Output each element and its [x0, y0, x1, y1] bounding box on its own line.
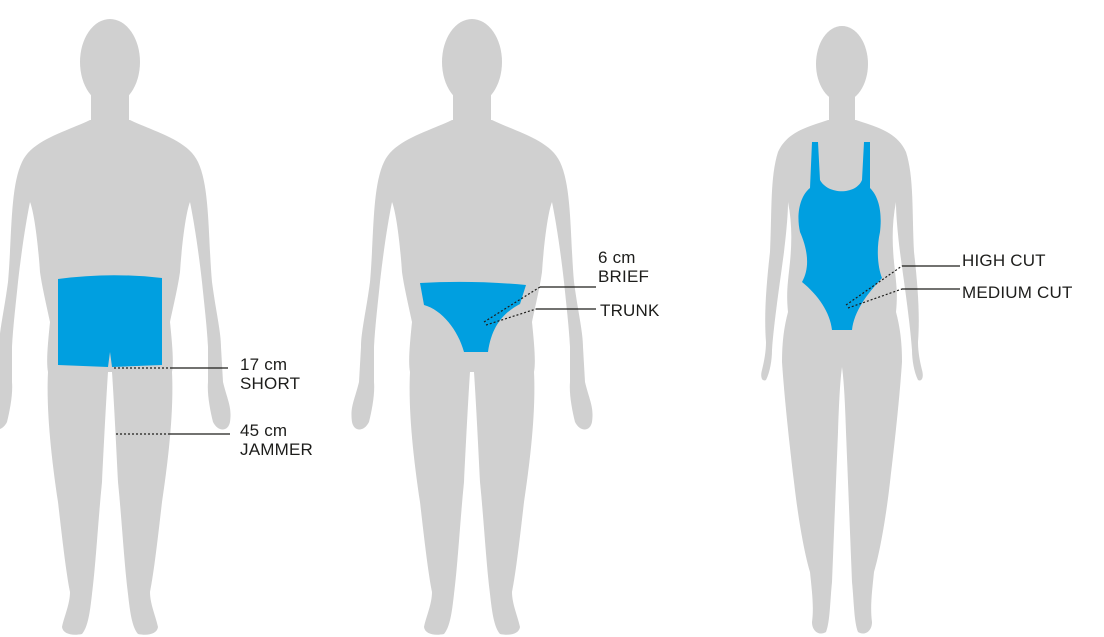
male-figure-brief: [351, 19, 592, 635]
label-short-name: SHORT: [240, 374, 300, 393]
label-brief-measure: 6 cm: [598, 248, 649, 267]
label-high-cut: HIGH CUT: [962, 251, 1046, 270]
label-trunk: TRUNK: [600, 301, 660, 320]
label-brief-name: BRIEF: [598, 267, 649, 286]
label-brief: 6 cm BRIEF: [598, 248, 649, 286]
female-figure-swimsuit: [761, 26, 923, 634]
label-medium-cut: MEDIUM CUT: [962, 283, 1073, 302]
label-medium-cut-name: MEDIUM CUT: [962, 283, 1073, 302]
label-jammer-name: JAMMER: [240, 440, 313, 459]
label-short: 17 cm SHORT: [240, 355, 300, 393]
label-high-cut-name: HIGH CUT: [962, 251, 1046, 270]
label-trunk-name: TRUNK: [600, 301, 660, 320]
label-jammer: 45 cm JAMMER: [240, 421, 313, 459]
male-figure-short: [0, 19, 231, 635]
label-short-measure: 17 cm: [240, 355, 300, 374]
label-jammer-measure: 45 cm: [240, 421, 313, 440]
